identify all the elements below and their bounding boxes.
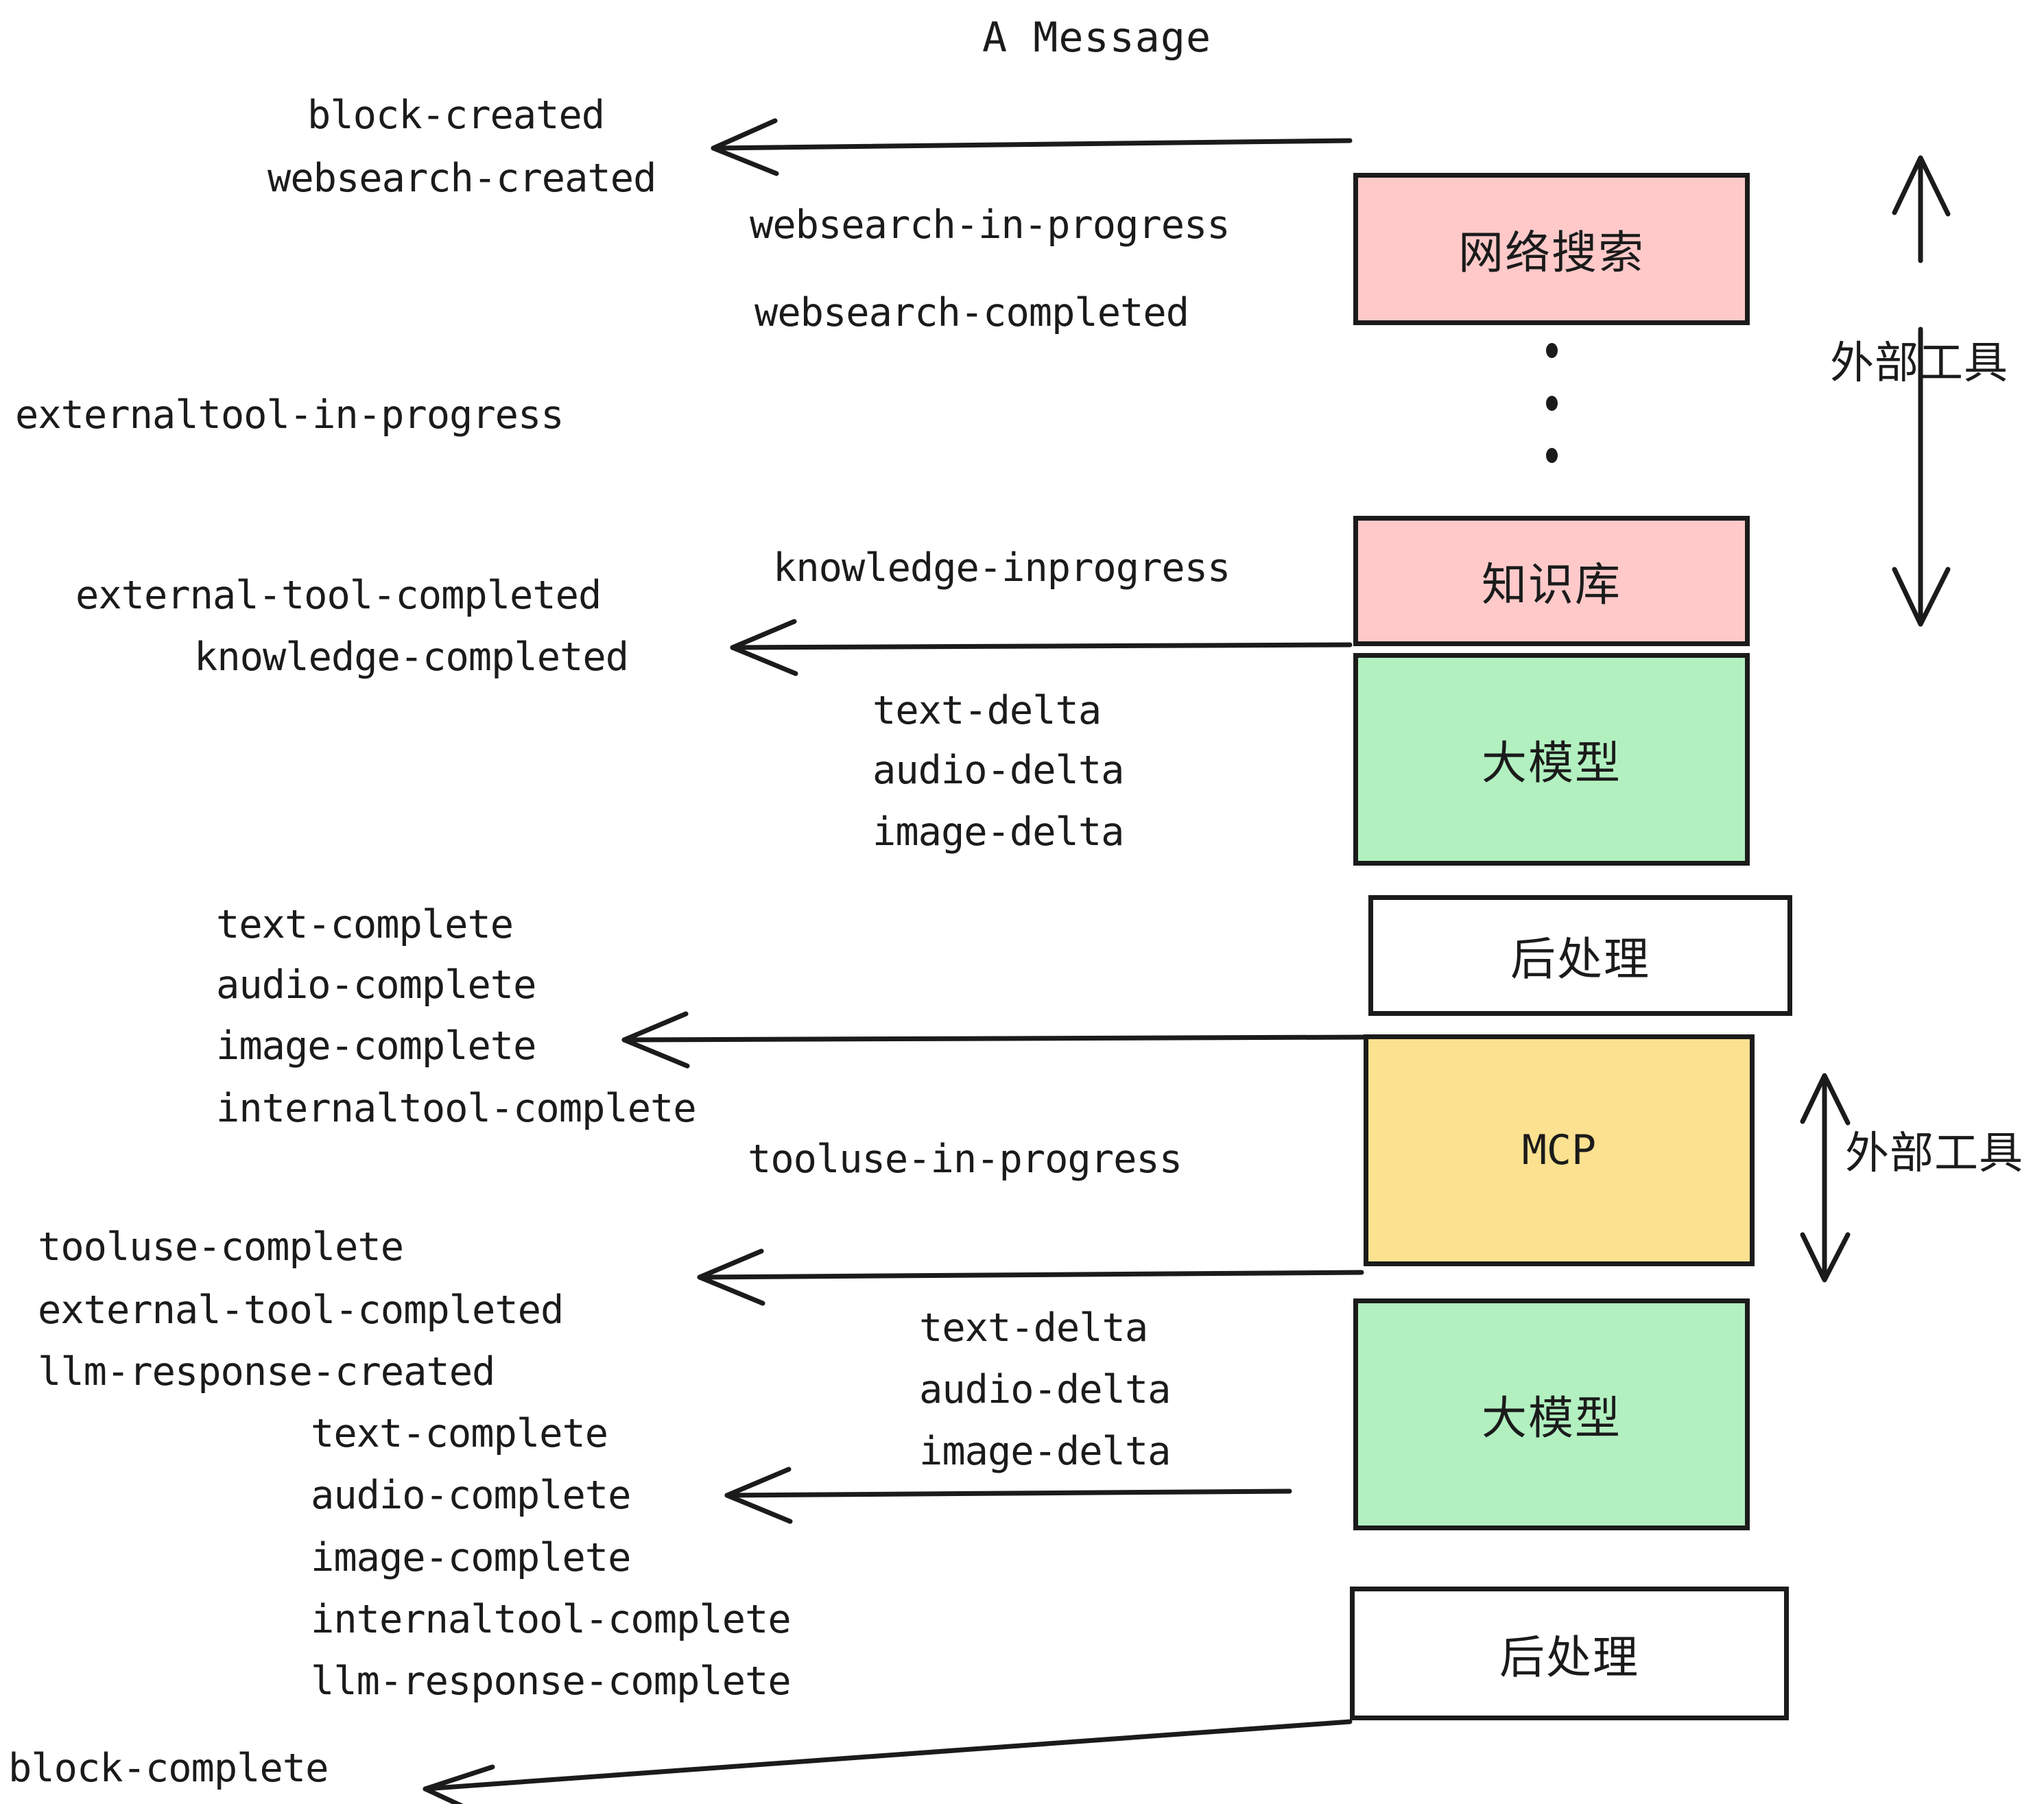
event-audio-complete-2: audio-complete <box>311 1473 631 1518</box>
event-image-complete-2: image-complete <box>311 1535 631 1580</box>
node-llm-1-label: 大模型 <box>1482 737 1621 790</box>
diagram-title: A Message <box>982 14 1212 62</box>
event-internaltool-complete-1: internaltool-complete <box>216 1086 697 1131</box>
node-knowledge[interactable]: 知识库 <box>1353 516 1750 646</box>
annotation-external-tool-bottom: 外部工具 <box>1845 1128 2023 1179</box>
event-tooluse-complete: tooluse-complete <box>38 1224 404 1270</box>
arrow-postprocess1-to-image-complete <box>621 1011 1368 1069</box>
event-tooluse-in-progress: tooluse-in-progress <box>748 1137 1183 1182</box>
arrow-postprocess2-to-block-complete <box>423 1719 1353 1804</box>
node-llm-2-label: 大模型 <box>1482 1392 1621 1445</box>
node-postprocess-1-label: 后处理 <box>1510 933 1650 986</box>
event-text-complete-1: text-complete <box>216 902 514 947</box>
node-llm-2[interactable]: 大模型 <box>1353 1298 1750 1530</box>
node-postprocess-2[interactable]: 后处理 <box>1350 1587 1789 1720</box>
annotation-external-tool-top: 外部工具 <box>1830 338 2008 389</box>
arrow-llm2-to-audio-complete <box>724 1467 1292 1524</box>
arrow-mcp-to-tooluse-complete <box>697 1248 1364 1306</box>
event-image-complete-1: image-complete <box>216 1023 536 1069</box>
event-block-created: block-created <box>307 93 605 138</box>
node-knowledge-label: 知识库 <box>1482 558 1621 611</box>
node-websearch-label: 网络搜索 <box>1458 226 1645 279</box>
event-knowledge-completed: knowledge-completed <box>194 634 629 680</box>
event-block-complete: block-complete <box>8 1746 329 1791</box>
event-external-tool-completed-1: external-tool-completed <box>75 573 602 618</box>
event-websearch-in-progress: websearch-in-progress <box>750 202 1231 248</box>
event-audio-delta-2: audio-delta <box>919 1367 1171 1412</box>
event-text-delta-1: text-delta <box>872 688 1102 733</box>
external-tool-range-top <box>1892 155 1951 627</box>
event-image-delta-1: image-delta <box>872 809 1124 855</box>
arrow-websearch-to-created <box>711 118 1353 176</box>
node-mcp[interactable]: MCP <box>1364 1034 1755 1266</box>
vertical-ellipsis-icon <box>1545 343 1558 463</box>
event-audio-complete-1: audio-complete <box>216 962 536 1008</box>
node-mcp-label: MCP <box>1521 1126 1597 1174</box>
event-external-tool-completed-2: external-tool-completed <box>38 1287 564 1333</box>
event-llm-response-complete: llm-response-complete <box>311 1659 792 1704</box>
event-llm-response-created: llm-response-created <box>38 1349 495 1394</box>
event-websearch-completed: websearch-completed <box>754 290 1189 335</box>
event-knowledge-inprogress: knowledge-inprogress <box>773 545 1231 591</box>
node-llm-1[interactable]: 大模型 <box>1353 653 1750 866</box>
node-postprocess-2-label: 后处理 <box>1499 1630 1639 1684</box>
node-websearch[interactable]: 网络搜索 <box>1353 173 1750 325</box>
event-text-delta-2: text-delta <box>919 1305 1148 1351</box>
event-image-delta-2: image-delta <box>919 1429 1171 1474</box>
external-tool-range-bottom <box>1800 1073 1851 1283</box>
node-postprocess-1[interactable]: 后处理 <box>1368 895 1792 1016</box>
event-audio-delta-1: audio-delta <box>872 748 1124 793</box>
event-internaltool-complete-2: internaltool-complete <box>311 1597 792 1642</box>
event-externaltool-in-progress: externaltool-in-progress <box>15 392 565 438</box>
event-text-complete-2: text-complete <box>311 1411 608 1456</box>
arrow-knowledge-to-completed <box>730 619 1353 676</box>
event-websearch-created: websearch-created <box>268 156 656 201</box>
